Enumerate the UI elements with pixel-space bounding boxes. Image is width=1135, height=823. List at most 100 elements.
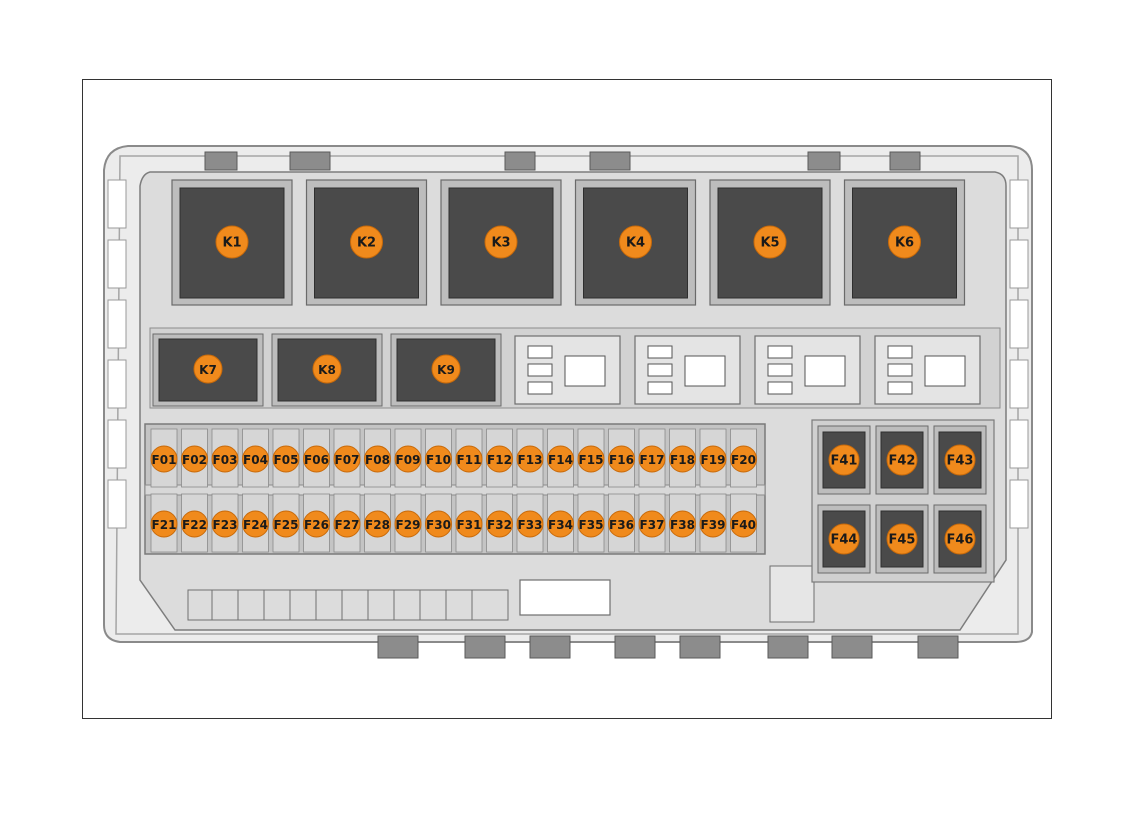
label-f46: F46 [947,533,974,548]
fuse-f06: F06 [304,429,330,487]
fuse-f19: F19 [700,429,726,487]
label-f33: F33 [518,518,543,532]
label-f20: F20 [731,453,756,467]
fuse-f08: F08 [365,429,391,487]
fuse-f11: F11 [456,429,482,487]
fuse-f14: F14 [548,429,574,487]
label-k3: K3 [491,236,510,251]
fuse-f13: F13 [517,429,543,487]
fuse-f30: F30 [426,494,452,552]
relay-k8: K8 [272,334,382,406]
label-f36: F36 [609,518,634,532]
label-f18: F18 [670,453,695,467]
label-f40: F40 [731,518,756,532]
label-f10: F10 [426,453,451,467]
label-f06: F06 [304,453,329,467]
maxi-fuse-f46: F46 [934,505,986,573]
label-f02: F02 [182,453,207,467]
fuse-f28: F28 [365,494,391,552]
maxi-fuse-f43: F43 [934,426,986,494]
maxi-fuse-f45: F45 [876,505,928,573]
label-f31: F31 [457,518,482,532]
fuse-f16: F16 [609,429,635,487]
label-f12: F12 [487,453,512,467]
fuse-f02: F02 [182,429,208,487]
label-k8: K8 [318,363,336,377]
label-f28: F28 [365,518,390,532]
relay-row-small: K7 K8 K9 [153,334,501,406]
fuse-f12: F12 [487,429,513,487]
fuse-f15: F15 [578,429,604,487]
label-f21: F21 [152,518,177,532]
fuse-f03: F03 [212,429,238,487]
label-f04: F04 [243,453,268,467]
fuse-f34: F34 [548,494,574,552]
label-f01: F01 [152,453,177,467]
fuse-f29: F29 [395,494,421,552]
fuse-f33: F33 [517,494,543,552]
relay-k1: K1 [172,180,292,305]
label-f43: F43 [947,454,974,469]
label-f25: F25 [274,518,299,532]
fuse-f39: F39 [700,494,726,552]
label-k7: K7 [199,363,217,377]
label-f22: F22 [182,518,207,532]
maxi-fuse-f42: F42 [876,426,928,494]
label-f26: F26 [304,518,329,532]
label-f37: F37 [640,518,665,532]
label-k5: K5 [760,236,779,251]
relay-k9: K9 [391,334,501,406]
label-f11: F11 [457,453,482,467]
relay-k2: K2 [307,180,427,305]
label-f17: F17 [640,453,665,467]
label-f24: F24 [243,518,268,532]
fuse-f09: F09 [395,429,421,487]
fuse-f17: F17 [639,429,665,487]
label-k6: K6 [895,236,914,251]
label-f38: F38 [670,518,695,532]
fuse-f05: F05 [273,429,299,487]
label-f05: F05 [274,453,299,467]
fuse-f22: F22 [182,494,208,552]
label-f39: F39 [701,518,726,532]
label-k1: K1 [222,236,241,251]
relay-k7: K7 [153,334,263,406]
label-f16: F16 [609,453,634,467]
label-f13: F13 [518,453,543,467]
fuse-f37: F37 [639,494,665,552]
maxi-fuse-f41: F41 [818,426,870,494]
fuse-f18: F18 [670,429,696,487]
label-f29: F29 [396,518,421,532]
label-f34: F34 [548,518,573,532]
label-f09: F09 [396,453,421,467]
fuse-f07: F07 [334,429,360,487]
label-k4: K4 [626,236,645,251]
label-f30: F30 [426,518,451,532]
relay-k4: K4 [576,180,696,305]
label-f15: F15 [579,453,604,467]
fuse-f32: F32 [487,494,513,552]
fuse-f27: F27 [334,494,360,552]
label-f08: F08 [365,453,390,467]
fuse-f38: F38 [670,494,696,552]
fuse-f40: F40 [731,494,757,552]
fuse-f20: F20 [731,429,757,487]
label-f44: F44 [831,533,858,548]
label-f32: F32 [487,518,512,532]
label-k2: K2 [357,236,376,251]
label-f42: F42 [889,454,916,469]
fuse-f21: F21 [151,494,177,552]
relay-k3: K3 [441,180,561,305]
maxi-fuse-f44: F44 [818,505,870,573]
fuse-f24: F24 [243,494,269,552]
fuse-f23: F23 [212,494,238,552]
label-f45: F45 [889,533,916,548]
label-f35: F35 [579,518,604,532]
label-f07: F07 [335,453,360,467]
label-f19: F19 [701,453,726,467]
relay-k5: K5 [710,180,830,305]
fuse-f26: F26 [304,494,330,552]
label-f23: F23 [213,518,238,532]
fuse-f04: F04 [243,429,269,487]
